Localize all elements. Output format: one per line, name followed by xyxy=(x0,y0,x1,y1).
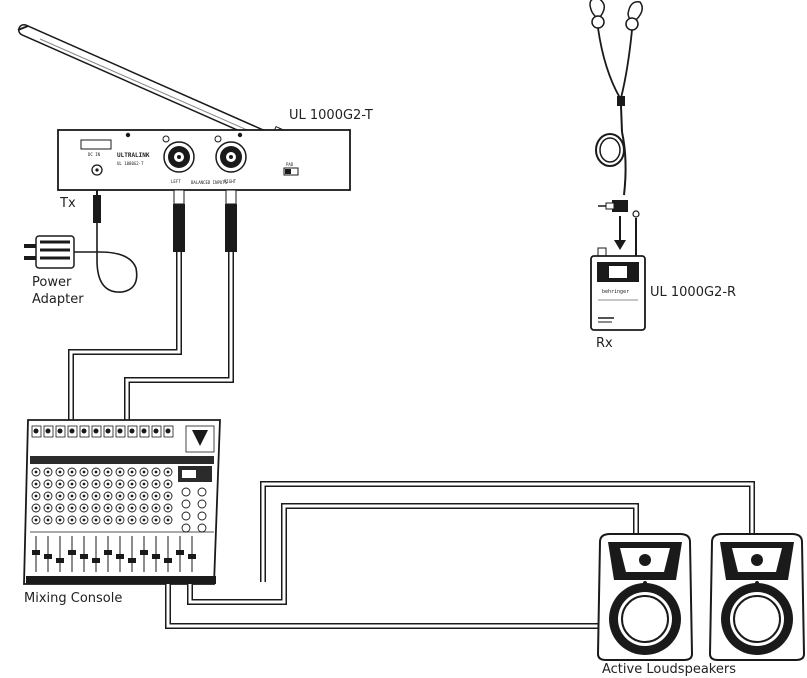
dc-in-jack-icon xyxy=(91,164,103,176)
audio-cable-left xyxy=(68,189,185,422)
mixing-console-label: Mixing Console xyxy=(24,591,123,606)
loudspeaker-right-icon xyxy=(708,533,806,661)
tx-inputs-text: BALANCED INPUTS xyxy=(191,180,228,185)
earphones-icon xyxy=(589,0,643,212)
transmitter-short-label: Tx xyxy=(60,196,76,211)
power-adapter-label-line2: Adapter xyxy=(32,292,84,307)
receiver-unit xyxy=(590,210,646,331)
mixing-console xyxy=(23,419,221,585)
power-adapter-label-line1: Power xyxy=(32,275,72,290)
receiver-short-label: Rx xyxy=(596,336,613,351)
audio-cable-right xyxy=(124,189,237,422)
plug-in-arrow-icon xyxy=(614,216,626,250)
right-input-jack-icon xyxy=(214,135,247,173)
receiver-model-label: UL 1000G2-R xyxy=(650,285,737,300)
tx-pad-text: PAD xyxy=(286,162,294,167)
tx-model-text: UL 1000G2-T xyxy=(117,161,144,166)
transmitter-unit xyxy=(17,24,351,191)
tx-right-text: RIGHT xyxy=(224,179,237,184)
transmitter-model-label: UL 1000G2-T xyxy=(289,108,373,123)
left-input-jack-icon xyxy=(162,135,195,173)
loudspeaker-left-icon xyxy=(596,533,694,661)
speaker-cable-inner xyxy=(187,503,639,605)
tx-left-text: LEFT xyxy=(171,179,181,184)
rx-brand-text: behringer xyxy=(602,289,630,295)
tx-brand-text: ULTRALINK xyxy=(117,152,150,159)
speakers-label: Active Loudspeakers xyxy=(602,662,736,677)
tx-dc-in-text: DC IN xyxy=(88,152,101,157)
power-adapter-icon xyxy=(24,190,138,293)
